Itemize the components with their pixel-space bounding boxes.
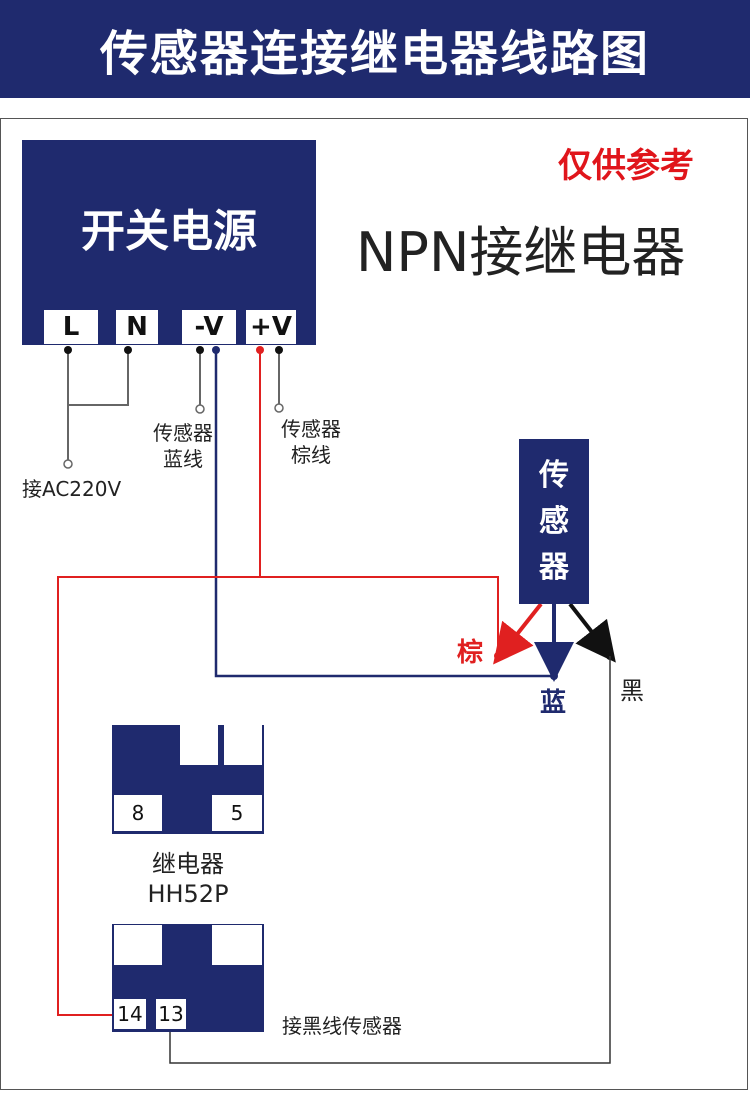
- node-blue-label: [195, 404, 205, 414]
- sensor-blue-label-line2: 蓝线: [163, 447, 203, 471]
- wire-red-relay: [57, 576, 260, 1016]
- node-minus-v-blue: [212, 346, 220, 354]
- ac-input-label: 接AC220V: [22, 477, 122, 501]
- brown-wire-label: 棕: [457, 638, 484, 668]
- node-brown-end: [494, 652, 502, 660]
- relay-pin-8: 8: [114, 795, 162, 831]
- sensor-brown-label-line1: 传感器: [281, 417, 341, 441]
- wire-black: [169, 656, 611, 1064]
- terminal-l: L: [44, 310, 98, 344]
- relay-name: 继电器: [152, 850, 224, 878]
- sensor-char-1: 传: [539, 457, 569, 493]
- sensor-blue-label-line1: 传感器: [153, 421, 213, 445]
- relay-pin-14: 14: [114, 999, 146, 1029]
- power-supply-title: 开关电源: [81, 206, 257, 257]
- relay-pin-13: 13: [156, 999, 186, 1029]
- sensor-blue-label: 传感器 蓝线: [150, 420, 216, 472]
- node-n: [124, 346, 132, 354]
- sensor-box: 传 感 器: [519, 439, 589, 604]
- node-plus-v-red: [256, 346, 264, 354]
- diagram-title: NPN接继电器: [356, 221, 686, 284]
- relay-pad-mid-1: [114, 925, 162, 965]
- page-title: 传感器连接继电器线路图: [99, 26, 650, 82]
- blue-wire-label: 蓝: [540, 688, 567, 718]
- relay-pad-mid-2: [212, 925, 262, 965]
- relay-note: 接黑线传感器: [282, 1014, 402, 1038]
- relay-pad-top-2: [224, 725, 262, 765]
- node-blue-end: [550, 672, 558, 680]
- sensor-brown-label: 传感器 棕线: [276, 416, 346, 468]
- power-supply: 开关电源 L N -V +V: [22, 140, 316, 345]
- wire-blue: [214, 350, 554, 678]
- relay-label: 继电器 HH52P: [112, 834, 264, 924]
- wire-n-ac: [68, 350, 129, 406]
- reference-note: 仅供参考: [558, 146, 694, 186]
- black-wire-label: 黑: [620, 677, 644, 705]
- wire-red: [259, 350, 499, 656]
- terminal-minus-v: -V: [182, 310, 236, 344]
- page-header: 传感器连接继电器线路图: [0, 0, 750, 98]
- node-plus-v-label: [275, 346, 283, 354]
- sensor-char-3: 器: [539, 549, 569, 585]
- terminal-plus-v: +V: [246, 310, 296, 344]
- relay-pin-5: 5: [212, 795, 262, 831]
- relay-model: HH52P: [147, 880, 229, 908]
- sensor-char-2: 感: [539, 503, 569, 539]
- node-minus-v: [196, 346, 204, 354]
- node-ac-end: [63, 459, 73, 469]
- diagram-frame: [0, 118, 748, 1090]
- sensor-brown-label-line2: 棕线: [291, 443, 331, 467]
- sensor-brown-lead: [493, 602, 543, 665]
- node-l: [64, 346, 72, 354]
- terminal-n: N: [116, 310, 158, 344]
- relay-pad-top-1: [180, 725, 218, 765]
- node-brown-label: [274, 403, 284, 413]
- sensor-black-lead: [568, 602, 616, 663]
